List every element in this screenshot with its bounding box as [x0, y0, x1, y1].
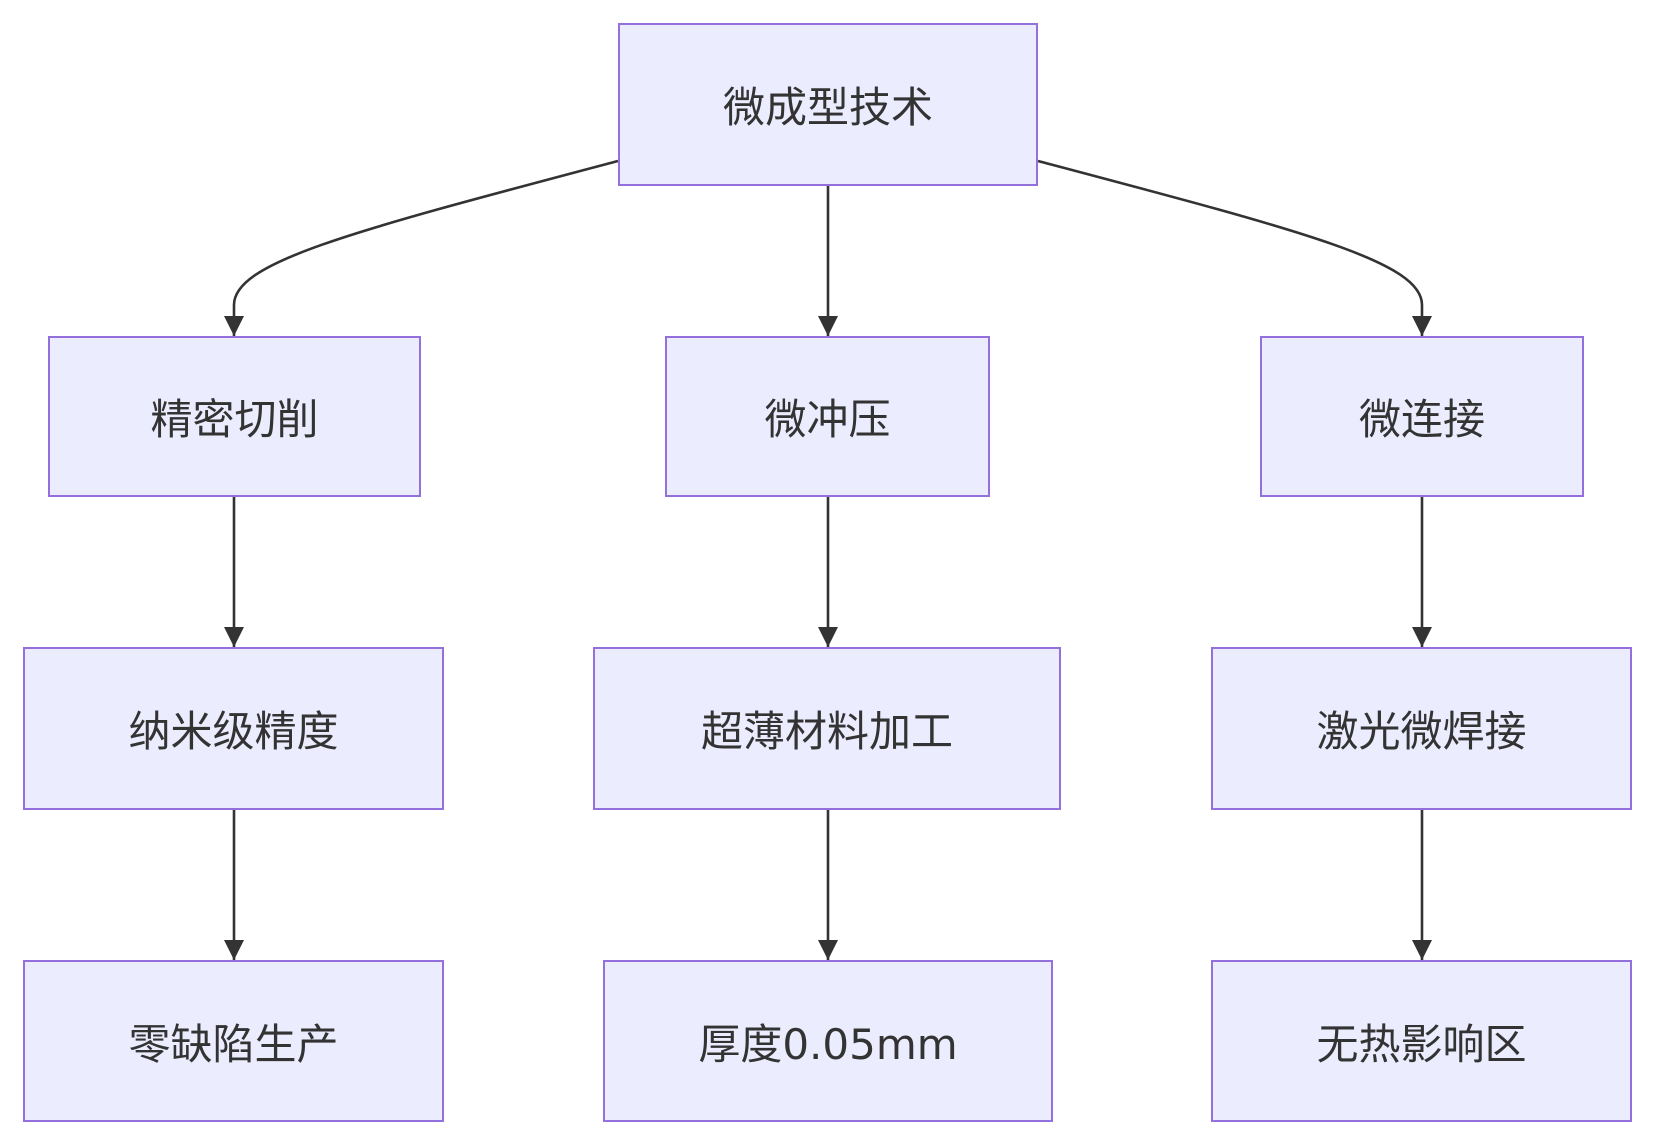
node-no-heat-affected-zone: 无热影响区: [1211, 960, 1632, 1122]
node-label: 纳米级精度: [128, 707, 339, 756]
node-label: 超薄材料加工: [700, 707, 953, 756]
node-zero-defect-production: 零缺陷生产: [23, 960, 444, 1122]
node-label: 微连接: [1358, 395, 1485, 444]
edge-root-to-precision-cutting: [224, 159, 619, 336]
node-precision-cutting: 精密切削: [48, 336, 421, 497]
node-ultrathin-material-processing: 超薄材料加工: [593, 647, 1061, 810]
edge-root-to-micro-joining: [1037, 159, 1432, 336]
node-label: 零缺陷生产: [128, 1019, 339, 1069]
node-label: 微冲压: [764, 395, 891, 444]
node-nano-precision: 纳米级精度: [23, 647, 444, 810]
node-label: 激光微焊接: [1316, 707, 1527, 756]
node-label: 微成型技术: [722, 83, 933, 132]
node-label: 厚度0.05mm: [698, 1019, 958, 1069]
node-micro-stamping: 微冲压: [665, 336, 990, 497]
node-laser-micro-welding: 激光微焊接: [1211, 647, 1632, 810]
node-label: 无热影响区: [1316, 1019, 1527, 1069]
node-micro-joining: 微连接: [1260, 336, 1584, 497]
node-micro-forming-technology: 微成型技术: [618, 23, 1038, 186]
node-thickness-spec: 厚度0.05mm: [603, 960, 1053, 1122]
node-label: 精密切削: [150, 395, 319, 444]
